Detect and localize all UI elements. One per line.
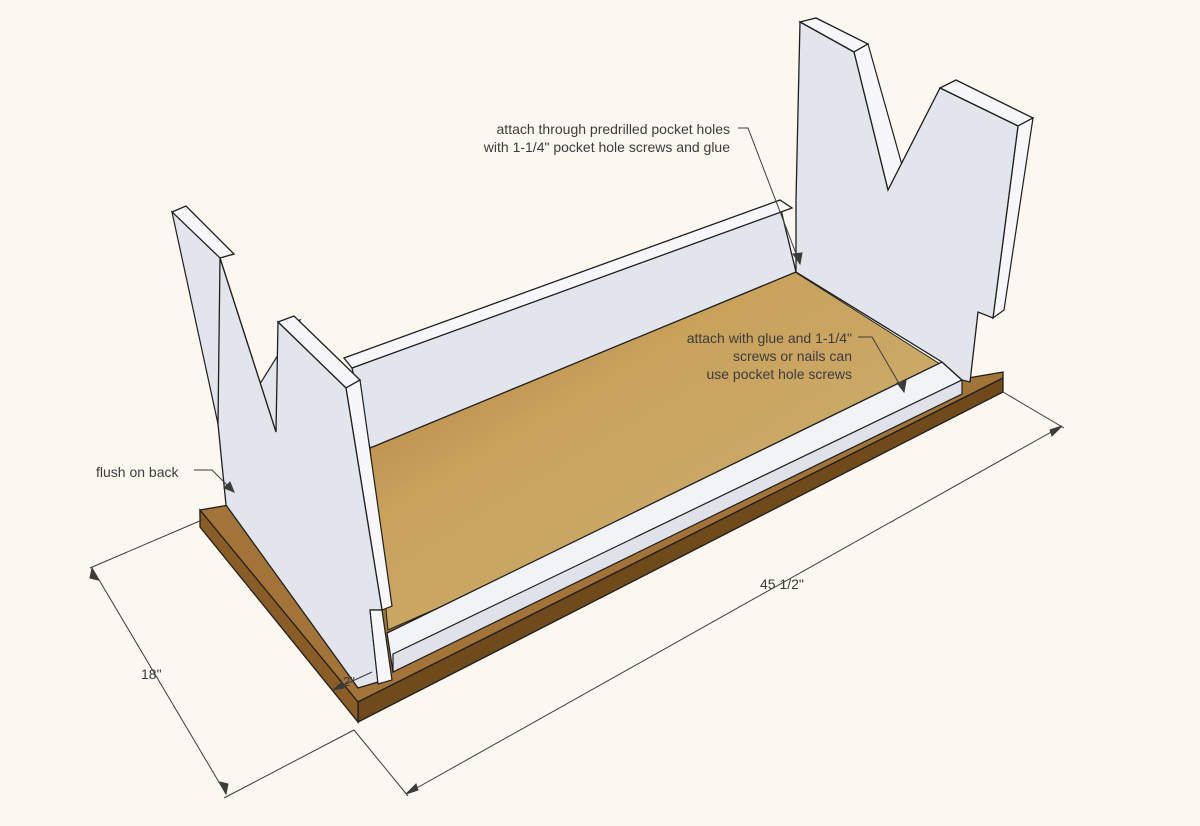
length-arrow-left — [405, 783, 419, 795]
flush-back-arrowhead — [223, 481, 235, 493]
glue-screws-note-line-3: use pocket hole screws — [706, 366, 852, 382]
depth-arrow-bottom — [219, 781, 229, 796]
glue-screws-arrowhead — [896, 380, 907, 394]
glue-screws-note-line-1: attach with glue and 1-1/4" — [686, 330, 852, 346]
pocket-holes-leader — [738, 127, 801, 265]
flush-on-back-note: flush on back — [96, 464, 179, 480]
left-end-panel-front-lower-edge — [369, 609, 393, 685]
glue-screws-leader — [858, 336, 905, 393]
pocket-holes-note-line-1: attach through predrilled pocket holes — [496, 121, 730, 137]
depth-arrow-top — [89, 566, 99, 581]
pocket-holes-arrowhead — [792, 252, 803, 266]
length-arrow-right — [1049, 425, 1063, 437]
depth-ext-line-bottom — [223, 729, 355, 799]
depth-dimension-line — [91, 567, 227, 795]
glue-screws-note: attach with glue and 1-1/4" screws or na… — [620, 329, 852, 383]
back-panel-top-edge — [342, 199, 794, 369]
inset-arrow — [331, 681, 345, 691]
length-ext-line-left — [353, 729, 409, 797]
pocket-holes-note: attach through predrilled pocket holes w… — [430, 120, 730, 156]
glue-screws-note-line-2: screws or nails can — [732, 348, 852, 364]
depth-ext-line-top — [89, 519, 203, 569]
annotation-leaders — [194, 127, 907, 493]
left-end-panel — [170, 205, 393, 689]
length-dimension-label: 45 1/2" — [760, 576, 804, 592]
front-cleat-front — [392, 379, 963, 673]
length-ext-line-right — [1002, 391, 1065, 429]
length-dimension-line — [405, 425, 1063, 795]
right-end-panel — [795, 17, 1035, 383]
depth-dimension-label: 18" — [141, 666, 162, 682]
dimension-lines — [89, 391, 1065, 799]
inset-dimension-label: 2" — [343, 674, 355, 689]
pocket-holes-note-line-2: with 1-1/4" pocket hole screws and glue — [483, 139, 730, 155]
right-end-panel-face — [795, 20, 1019, 383]
